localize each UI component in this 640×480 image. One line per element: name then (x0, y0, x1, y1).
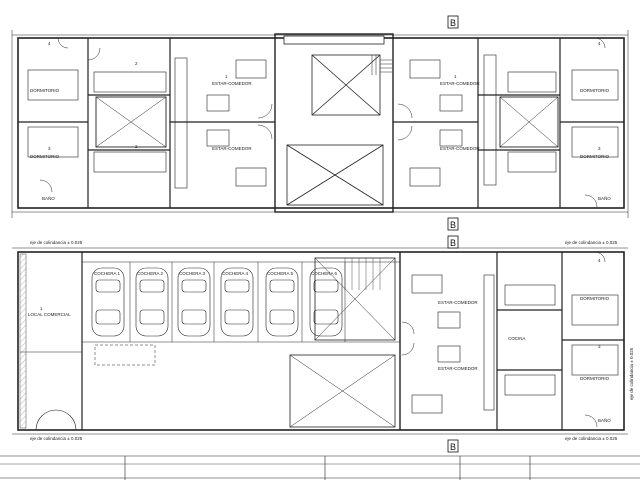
upper-section-markers: B B (447, 15, 459, 231)
room-number: 1 (40, 306, 43, 311)
room-label: DORMITORIO (580, 154, 610, 159)
room-number: 1 (225, 74, 228, 79)
room-number: 3 (598, 146, 601, 151)
room-label: ESTAR-COMEDOR (438, 300, 478, 305)
section-marker: B (450, 220, 456, 230)
room-number: 4 (48, 41, 51, 46)
room-label: ESTAR-COMEDOR (440, 81, 480, 86)
room-number: 3 (598, 344, 601, 349)
upper-floor-plan (11, 30, 629, 218)
room-number: 2 (135, 61, 138, 66)
room-label: ESTAR-COMEDOR (440, 146, 480, 151)
room-label: ESTAR-COMEDOR (212, 146, 252, 151)
room-label: ESTAR-COMEDOR (438, 366, 478, 371)
lower-floor-plan (12, 247, 628, 435)
title-block (0, 455, 640, 480)
room-label: DORMITORIO (580, 296, 610, 301)
axis-label: eje de colindancia ± 0.025 (30, 436, 83, 441)
garage-label: COCHERA 4 (222, 271, 249, 276)
axis-label: eje de colindancia ± 0.025 (30, 240, 83, 245)
lower-section-markers: B B (447, 235, 459, 453)
room-label: BAÑO (598, 195, 611, 201)
garage-label: COCHERA 5 (267, 271, 294, 276)
room-number: 4 (598, 258, 601, 263)
section-marker: B (450, 238, 456, 248)
room-number: 2 (135, 144, 138, 149)
room-label: DORMITORIO (580, 376, 610, 381)
garage-label: COCHERA 3 (179, 271, 206, 276)
room-label: BAÑO (598, 417, 611, 423)
room-label: DORMITORIO (30, 154, 60, 159)
room-label: DORMITORIO (30, 88, 60, 93)
room-label: ESTAR-COMEDOR (212, 81, 252, 86)
room-number: 4 (598, 41, 601, 46)
axis-label: eje de colindancia ± 0.025 (565, 436, 618, 441)
room-label: LOCAL COMERCIAL (28, 312, 71, 317)
room-label: BAÑO (42, 195, 55, 201)
section-marker: B (450, 18, 456, 28)
room-number: 3 (48, 146, 51, 151)
room-label: DORMITORIO (580, 88, 610, 93)
room-label: COCINA (508, 336, 526, 341)
garage-label: COCHERA 2 (137, 271, 164, 276)
room-number: 1 (454, 74, 457, 79)
axis-label: eje de colindancia ± 0.025 (629, 347, 634, 400)
garage-label: COCHERA 6 (311, 271, 338, 276)
axis-label: eje de colindancia ± 0.025 (565, 240, 618, 245)
garage-label: COCHERA 1 (94, 271, 121, 276)
section-marker: B (450, 442, 456, 452)
